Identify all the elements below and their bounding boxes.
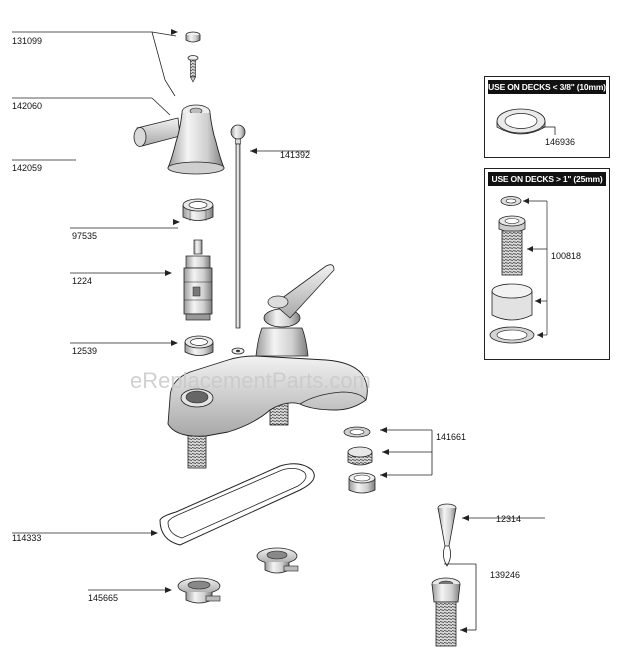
- inset-small-deck-title: USE ON DECKS < 3/8" (10mm): [488, 80, 606, 94]
- cartridge-1224: [183, 239, 213, 321]
- faucet-body: [167, 264, 368, 469]
- label-139246: 139246: [490, 570, 521, 580]
- inset-small-deck: USE ON DECKS < 3/8" (10mm) 146936: [484, 76, 610, 158]
- drain-body-139246: [431, 577, 461, 647]
- screw-142060: [187, 55, 199, 83]
- label-1224: 1224: [72, 276, 93, 286]
- gasket-114333: [159, 463, 315, 546]
- drain-flange-secondary: [256, 547, 299, 574]
- stopper-12314: [437, 503, 457, 567]
- mounting-kit-icon: [489, 196, 548, 344]
- label-142060: 142060: [12, 101, 43, 111]
- label-141661: 141661: [436, 432, 467, 442]
- label-145665: 145665: [88, 593, 119, 603]
- inset-large-deck-title: USE ON DECKS > 1" (25mm): [488, 172, 606, 186]
- aerator-screen: [347, 446, 373, 466]
- label-146936: 146936: [545, 137, 576, 147]
- aerator-washer: [343, 426, 371, 438]
- lift-rod-141392: [230, 124, 246, 329]
- drain-flange-145665: [177, 577, 221, 604]
- label-114333: 114333: [12, 533, 42, 543]
- cap-131099: [185, 31, 201, 43]
- label-12314: 12314: [496, 514, 522, 524]
- label-131099: 131099: [12, 36, 43, 46]
- aerator-housing: [348, 472, 376, 494]
- inset-large-deck: USE ON DECKS > 1" (25mm) 100818: [484, 168, 610, 360]
- label-100818: 100818: [551, 251, 582, 261]
- label-142059: 142059: [12, 163, 43, 173]
- label-141392: 141392: [280, 150, 311, 160]
- handle-142059: [133, 104, 225, 175]
- aerator-141661: [343, 426, 376, 494]
- nut-12539: [184, 335, 214, 356]
- nut-97535: [182, 198, 214, 221]
- leader-131099-split: [151, 31, 176, 97]
- label-97535: 97535: [72, 231, 98, 241]
- label-12539: 12539: [72, 346, 98, 356]
- spacer-ring-icon: [496, 108, 556, 135]
- watermark: eReplacementParts.com: [130, 368, 371, 393]
